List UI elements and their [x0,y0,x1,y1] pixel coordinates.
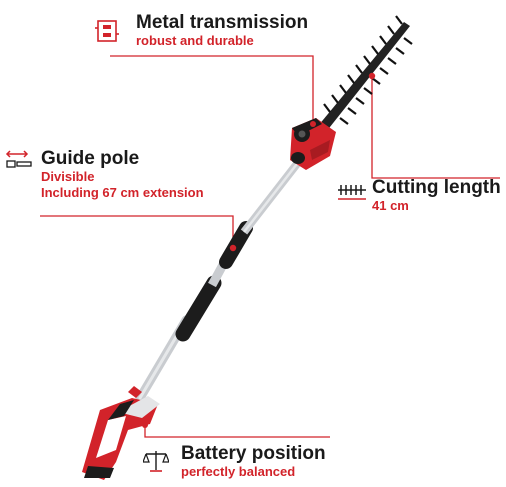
gear-box-icon [95,18,119,44]
callout-value: 41 cm [372,198,409,213]
cutting-blade [318,15,413,132]
callout-line-1: Divisible [41,169,95,184]
callout-line-2: Including 67 cm extension [41,185,204,200]
pole-coupling [219,221,253,269]
handle-housing [82,386,160,480]
callout-title: Guide pole [41,148,140,169]
callout-title: Cutting length [372,177,501,198]
leader-lines [40,55,500,438]
callout-battery-position: Battery position perfectly balanced [181,444,326,480]
pole-grip [175,275,222,342]
callout-cutting-length: Cutting length 41 cm [372,178,501,214]
callout-metal-transmission: Metal transmission robust and durable [136,13,308,49]
callout-guide-pole: Guide pole Divisible Including 67 cm ext… [41,149,204,201]
callout-subtitle: robust and durable [136,33,254,48]
callout-title: Metal transmission [136,12,309,33]
blade-teeth-icon [337,182,367,202]
callout-subtitle: perfectly balanced [181,464,296,479]
balance-scale-icon [143,449,169,473]
callout-title: Battery position [181,443,326,464]
pole-extension-icon [5,149,35,171]
gearbox-head [290,118,336,170]
